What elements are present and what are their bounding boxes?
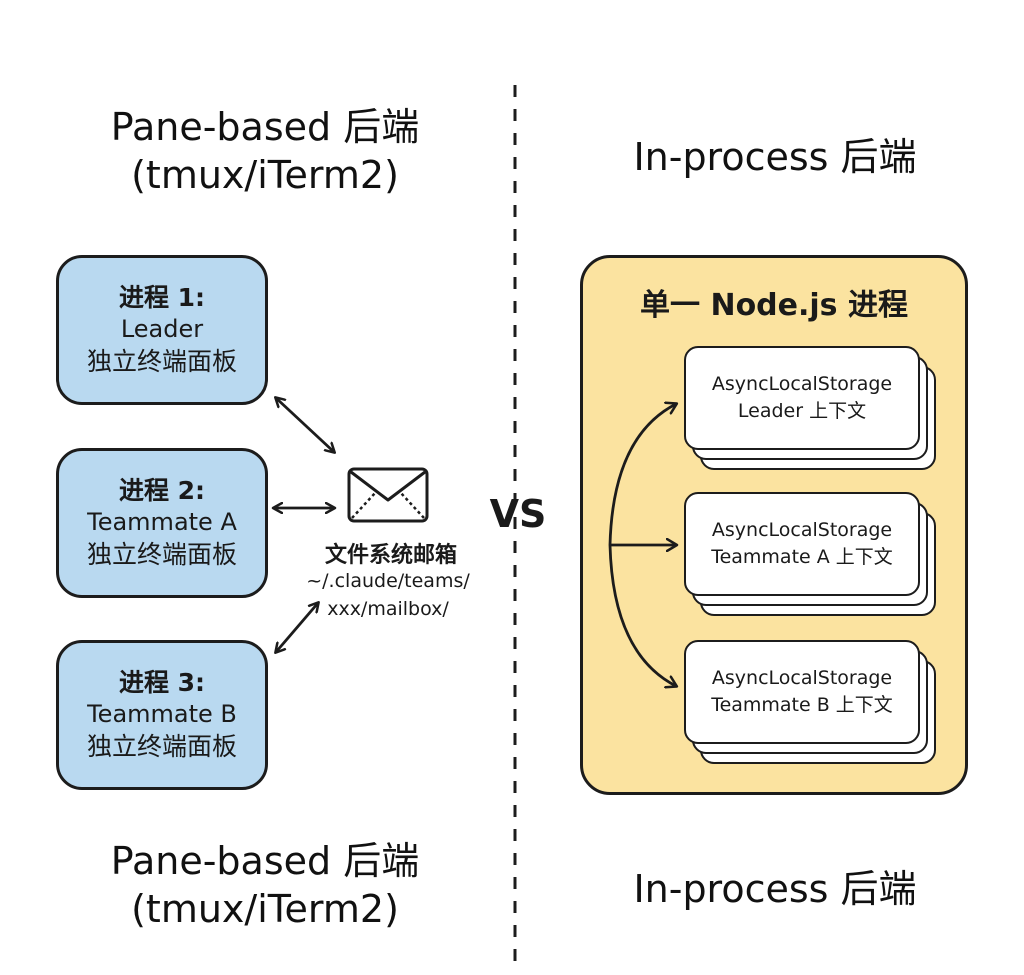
left-top-title-line2: (tmux/iTerm2): [131, 152, 399, 197]
mailbox-path-line2: xxx/mailbox/: [327, 597, 449, 620]
mailbox-path-line1: ~/.claude/teams/: [306, 570, 470, 592]
container-title: 单一 Node.js 进程: [640, 288, 908, 323]
context-storage-label: AsyncLocalStorage: [711, 667, 893, 690]
arrow-leader-mailbox: [276, 398, 334, 452]
context-stack-teammate-b: AsyncLocalStorage Teammate B 上下文: [684, 640, 936, 764]
process-role: Teammate B: [87, 700, 237, 729]
arrow-to-teammate-b-context: [608, 544, 676, 686]
process-role: Teammate A: [87, 508, 237, 537]
context-storage-label: AsyncLocalStorage: [711, 373, 893, 396]
process-number: 进程 2:: [118, 475, 206, 505]
envelope-icon: [347, 467, 429, 523]
process-pane: 独立终端面板: [86, 539, 237, 569]
context-stack-teammate-a: AsyncLocalStorage Teammate A 上下文: [684, 492, 936, 616]
process-number: 进程 3:: [118, 667, 206, 697]
right-top-title: In-process 后端: [633, 135, 917, 179]
left-bottom-title: Pane-based 后端 (tmux/iTerm2): [40, 838, 490, 933]
context-storage-label: AsyncLocalStorage: [711, 519, 893, 542]
context-name: Teammate A 上下文: [711, 546, 893, 568]
arrow-to-leader-context: [608, 404, 676, 546]
left-top-title-line1: Pane-based 后端: [110, 105, 420, 149]
left-top-title: Pane-based 后端 (tmux/iTerm2): [40, 104, 490, 199]
context-name: Leader 上下文: [737, 400, 867, 422]
process-role: Leader: [120, 315, 204, 344]
context-card-teammate-b: AsyncLocalStorage Teammate B 上下文: [684, 640, 920, 744]
process-box-teammate-b: 进程 3: Teammate B 独立终端面板: [56, 640, 268, 790]
right-bottom-title: In-process 后端: [633, 867, 917, 911]
process-number: 进程 1:: [118, 282, 206, 312]
context-stack-leader: AsyncLocalStorage Leader 上下文: [684, 346, 936, 470]
context-name: Teammate B 上下文: [711, 694, 893, 716]
mailbox-label: 文件系统邮箱: [324, 543, 457, 568]
process-box-teammate-a: 进程 2: Teammate A 独立终端面板: [56, 448, 268, 598]
left-bottom-title-line1: Pane-based 后端: [110, 839, 420, 883]
process-pane: 独立终端面板: [86, 346, 237, 376]
vs-label: VS: [489, 492, 547, 536]
arrow-teammate-b-mailbox: [276, 603, 318, 652]
process-pane: 独立终端面板: [86, 731, 237, 761]
center-divider: [513, 85, 517, 965]
process-box-leader: 进程 1: Leader 独立终端面板: [56, 255, 268, 405]
left-arrows: [0, 0, 500, 975]
context-card-teammate-a: AsyncLocalStorage Teammate A 上下文: [684, 492, 920, 596]
context-card-leader: AsyncLocalStorage Leader 上下文: [684, 346, 920, 450]
mailbox-path: ~/.claude/teams/ xxx/mailbox/: [288, 568, 488, 623]
left-bottom-title-line2: (tmux/iTerm2): [131, 886, 399, 931]
